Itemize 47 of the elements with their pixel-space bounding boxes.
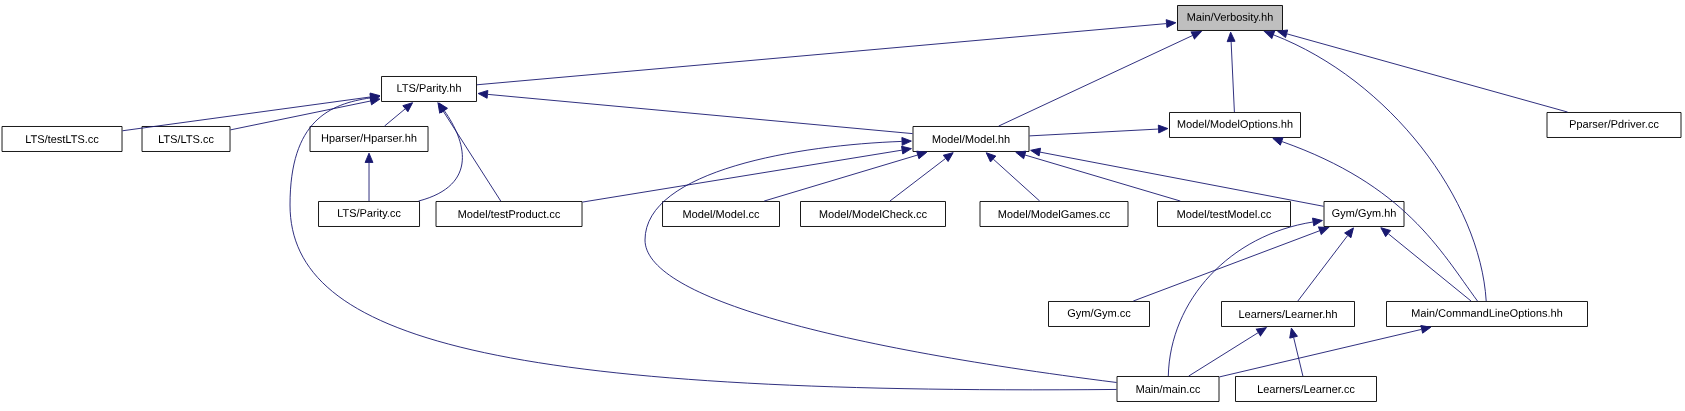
file-box: LTS/Parity.cc	[318, 201, 420, 227]
arrow	[1264, 30, 1487, 302]
file-box: Main/main.cc	[1116, 376, 1220, 402]
file-box: Gym/Gym.hh	[1323, 201, 1405, 227]
arrow	[384, 102, 413, 127]
arrow	[230, 96, 381, 131]
arrow	[1277, 29, 1569, 113]
file-box: Model/testModel.cc	[1157, 201, 1291, 227]
file-box: Main/CommandLineOptions.hh	[1386, 301, 1588, 327]
file-box: Hparser/Hparser.hh	[309, 126, 429, 152]
arrow	[1167, 217, 1323, 377]
file-box: Model/ModelGames.cc	[979, 201, 1129, 227]
file-box: LTS/LTS.cc	[141, 126, 231, 152]
arrow	[289, 93, 1117, 390]
arrow	[1289, 327, 1304, 377]
arrow	[437, 102, 502, 202]
arrow	[1029, 124, 1169, 137]
file-box: Pparser/Pdriver.cc	[1546, 112, 1682, 138]
arrow	[985, 152, 1041, 202]
arrow	[763, 150, 928, 202]
arrow	[1030, 147, 1324, 207]
arrow	[1297, 227, 1354, 302]
arrow	[364, 152, 374, 202]
file-box: Model/ModelCheck.cc	[800, 201, 946, 227]
file-box: Gym/Gym.cc	[1048, 301, 1150, 327]
file-box: LTS/testLTS.cc	[1, 126, 123, 152]
file-box: Model/Model.cc	[662, 201, 780, 227]
file-box: Model/testProduct.cc	[435, 201, 583, 227]
arrow	[1188, 327, 1267, 377]
file-box: LTS/Parity.hh	[381, 76, 477, 102]
arrow	[582, 145, 912, 203]
arrow	[998, 31, 1202, 127]
arrow	[476, 19, 1177, 86]
arrow	[644, 137, 1117, 383]
file-box: Main/Verbosity.hh	[1177, 5, 1283, 31]
arrow	[1380, 227, 1472, 302]
file-box: Model/ModelOptions.hh	[1169, 112, 1301, 138]
arrow	[1015, 150, 1181, 202]
file-box: Learners/Learner.cc	[1235, 376, 1377, 402]
arrow	[889, 152, 954, 202]
arrow	[477, 90, 913, 135]
file-box: Model/Model.hh	[912, 126, 1030, 152]
arrow	[1219, 325, 1432, 378]
arrow	[1226, 31, 1236, 113]
file-box: Learners/Learner.hh	[1221, 301, 1355, 327]
arrow	[1132, 226, 1330, 302]
arrow	[1272, 137, 1478, 302]
